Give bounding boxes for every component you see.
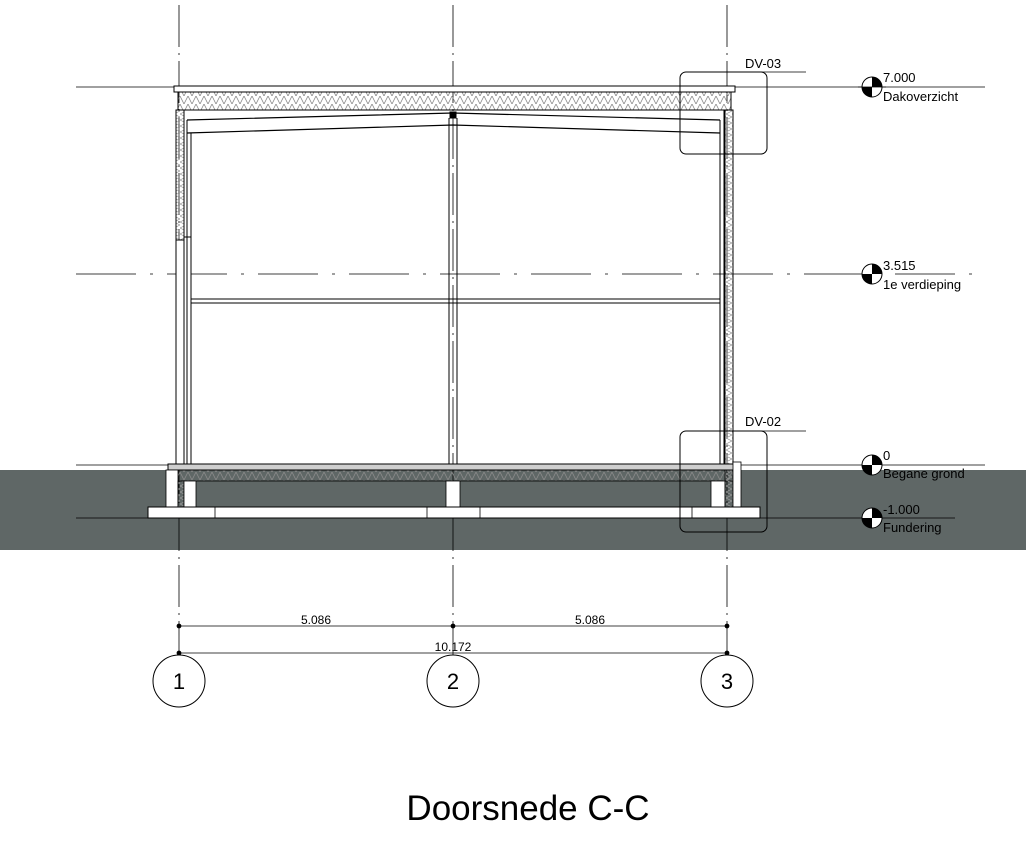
left-wall-panel: [175, 239, 185, 465]
right-wall: [719, 109, 734, 465]
grid-bubble-1: 1: [152, 654, 206, 708]
grid-label-2: 2: [447, 669, 459, 694]
slab-footing-right-insul: [724, 469, 734, 508]
level-elevation-roof: 7.000: [883, 70, 916, 85]
slab-footing-right: [710, 480, 726, 508]
slab-footing-left-insul: [177, 480, 185, 508]
ground-slab: [147, 461, 761, 519]
level-marker-foundation: -1.000 Fundering: [861, 502, 942, 535]
slab-insulation: [175, 469, 734, 482]
roof-insulation: [177, 91, 732, 111]
grid-bubble-3: 3: [700, 654, 754, 708]
level-marker-ground: 0 Begane grond: [861, 448, 965, 481]
center-column: [448, 111, 458, 464]
slab-footing-left: [183, 480, 197, 508]
roof-edge: [173, 85, 736, 93]
level-name-ground: Begane grond: [883, 466, 965, 481]
right-wall-insulation: [724, 109, 734, 465]
level-elevation-foundation: -1.000: [883, 502, 920, 517]
detail-label-dv03: DV-03: [745, 56, 781, 71]
dimension-span-1-2: 5.086: [301, 613, 331, 627]
grid-lines: [178, 5, 728, 655]
slab-footing-center: [445, 480, 461, 508]
dimension-chain: [176, 623, 730, 656]
detail-callout-dv02[interactable]: DV-02: [679, 414, 806, 533]
level-marker-floor1: 3.515 1e verdieping: [861, 258, 961, 292]
roof-beam-lower: [186, 124, 721, 134]
slab-footing-right-outer: [732, 461, 742, 508]
level-name-floor1: 1e verdieping: [883, 277, 961, 292]
dimension-overall: 10.172: [435, 640, 472, 654]
detail-label-dv02: DV-02: [745, 414, 781, 429]
grid-label-1: 1: [173, 669, 185, 694]
roof: [173, 85, 736, 134]
level-name-foundation: Fundering: [883, 520, 942, 535]
sheet-title: Doorsnede C-C: [406, 789, 649, 828]
grid-bubble-2: 2: [426, 654, 480, 708]
detail-box-dv02: [679, 430, 768, 533]
foundation-beam: [147, 506, 761, 519]
level-name-roof: Dakoverzicht: [883, 89, 959, 104]
grid-label-3: 3: [721, 669, 733, 694]
slab-top: [167, 463, 740, 471]
left-wall-insulation: [175, 109, 185, 241]
level-elevation-floor1: 3.515: [883, 258, 916, 273]
level-marker-roof: 7.000 Dakoverzicht: [858, 70, 959, 104]
left-wall: [175, 109, 192, 465]
dimension-span-2-3: 5.086: [575, 613, 605, 627]
detail-callout-dv03[interactable]: DV-03: [679, 56, 806, 155]
detail-box-dv03: [679, 71, 768, 155]
floor1-beam: [191, 298, 720, 304]
level-elevation-ground: 0: [883, 448, 890, 463]
slab-footing-left-outer: [165, 469, 179, 508]
